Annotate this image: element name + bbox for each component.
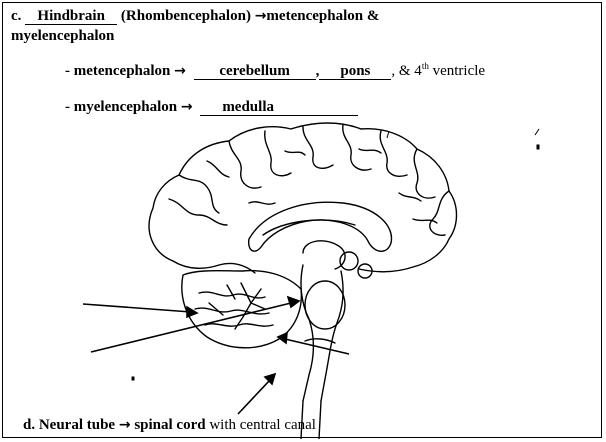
scan-marks xyxy=(132,129,539,380)
brain-figure xyxy=(3,3,603,439)
slide: c. Hindbrain (Rhombencephalon) →metencep… xyxy=(2,2,602,438)
arrow-to-cerebellum xyxy=(83,304,197,317)
arrow-to-spinal-cord xyxy=(238,374,275,414)
brain-illustration-icon xyxy=(149,123,456,439)
pointer-arrows xyxy=(83,297,349,414)
